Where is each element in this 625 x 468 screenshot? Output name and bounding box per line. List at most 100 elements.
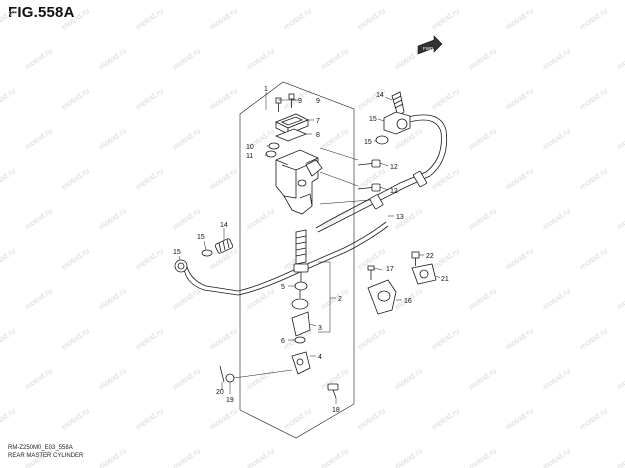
watermark-77: motod.ru (356, 326, 387, 351)
o-ring-15-right (375, 135, 389, 145)
callout-numbers: 1 9 9 7 8 10 11 12 12 13 14 15 15 14 15 … (173, 86, 449, 414)
watermark-10: motod.ru (97, 46, 128, 71)
watermark-80: motod.ru (578, 326, 609, 351)
watermark-33: motod.ru (467, 126, 498, 151)
callout-4: 4 (318, 354, 322, 361)
watermark-105: motod.ru (467, 446, 498, 468)
watermark-104: motod.ru (393, 446, 424, 468)
watermark-63: motod.ru (23, 286, 54, 311)
watermark-31: motod.ru (319, 126, 350, 151)
callout-12b: 12 (390, 188, 398, 195)
watermark-103: motod.ru (319, 446, 350, 468)
watermark-88: motod.ru (541, 366, 572, 391)
watermark-83: motod.ru (171, 366, 202, 391)
watermark-81: motod.ru (23, 366, 54, 391)
watermark-66: motod.ru (245, 286, 276, 311)
watermark-26: motod.ru (578, 86, 609, 111)
front-arrow-label: FWD (423, 46, 434, 51)
watermark-60: motod.ru (430, 246, 461, 271)
watermark-71: motod.ru (615, 286, 625, 311)
callout-20: 20 (216, 389, 224, 396)
watermark-62: motod.ru (578, 246, 609, 271)
watermark-84: motod.ru (245, 366, 276, 391)
reservoir-hose-fitting-right (383, 91, 411, 135)
watermark-21: motod.ru (208, 86, 239, 111)
watermark-87: motod.ru (467, 366, 498, 391)
callout-16: 16 (404, 298, 412, 305)
cap-screws (275, 93, 295, 112)
clamp-21 (411, 263, 437, 285)
callout-14-left: 14 (220, 222, 228, 229)
watermark-36: motod.ru (0, 166, 17, 191)
watermark-79: motod.ru (504, 326, 535, 351)
watermark-70: motod.ru (541, 286, 572, 311)
watermark-90: motod.ru (0, 406, 17, 431)
watermark-24: motod.ru (430, 86, 461, 111)
mounting-bolts (357, 159, 381, 192)
watermark-18: motod.ru (0, 86, 17, 111)
watermark-93: motod.ru (208, 406, 239, 431)
watermark-56: motod.ru (134, 246, 165, 271)
watermark-46: motod.ru (97, 206, 128, 231)
watermark-35: motod.ru (615, 126, 625, 151)
watermark-28: motod.ru (97, 126, 128, 151)
watermark-17: motod.ru (615, 46, 625, 71)
brake-hose-fittings (369, 170, 427, 210)
hose-clamp-left (174, 249, 213, 273)
watermark-8: motod.ru (578, 6, 609, 31)
hose-fitting-left (214, 238, 234, 254)
callout-17: 17 (386, 266, 394, 273)
watermark-6: motod.ru (430, 6, 461, 31)
cotter-pin-20 (219, 365, 225, 383)
watermark-29: motod.ru (171, 126, 202, 151)
watermark-20: motod.ru (134, 86, 165, 111)
callout-10: 10 (246, 144, 254, 151)
watermark-101: motod.ru (171, 446, 202, 468)
watermark-75: motod.ru (208, 326, 239, 351)
callout-11: 11 (246, 153, 253, 160)
callout-22: 22 (426, 253, 434, 260)
callout-15-left-a: 15 (197, 234, 205, 241)
washer-19 (225, 373, 235, 383)
callout-15-right-upper: 15 (369, 116, 377, 123)
brake-hose (315, 114, 448, 233)
watermark-3: motod.ru (208, 6, 239, 31)
callout-2: 2 (338, 296, 342, 303)
watermark-53: motod.ru (615, 206, 625, 231)
watermark-34: motod.ru (541, 126, 572, 151)
watermark-67: motod.ru (319, 286, 350, 311)
watermark-94: motod.ru (282, 406, 313, 431)
master-cylinder-body (275, 149, 323, 215)
watermark-86: motod.ru (393, 366, 424, 391)
callout-1: 1 (264, 86, 268, 93)
watermark-44: motod.ru (578, 166, 609, 191)
watermark-82: motod.ru (97, 366, 128, 391)
watermark-5: motod.ru (356, 6, 387, 31)
watermark-45: motod.ru (23, 206, 54, 231)
watermark-96: motod.ru (430, 406, 461, 431)
watermark-64: motod.ru (97, 286, 128, 311)
callout-14-right: 14 (376, 92, 384, 99)
footer-figure-code: RM-Z250M0_E03_558A (8, 445, 73, 451)
watermark-9: motod.ru (23, 46, 54, 71)
callout-19: 19 (226, 397, 234, 404)
reservoir-hose-left (183, 221, 389, 296)
footer-caption: REAR MASTER CYLINDER (8, 453, 84, 459)
hose-guide-bracket (367, 279, 397, 315)
piston-assembly (291, 229, 311, 375)
callout-5: 5 (281, 284, 285, 291)
leader-lines (178, 92, 441, 404)
callout-6: 6 (281, 338, 285, 345)
callout-15-right-lower: 15 (364, 139, 372, 146)
watermark-102: motod.ru (245, 446, 276, 468)
watermark-25: motod.ru (504, 86, 535, 111)
watermark-69: motod.ru (467, 286, 498, 311)
watermark-39: motod.ru (208, 166, 239, 191)
watermark-106: motod.ru (541, 446, 572, 468)
watermark-15: motod.ru (467, 46, 498, 71)
callout-3: 3 (318, 325, 322, 332)
watermark-13: motod.ru (319, 46, 350, 71)
bolt-17 (367, 265, 375, 280)
